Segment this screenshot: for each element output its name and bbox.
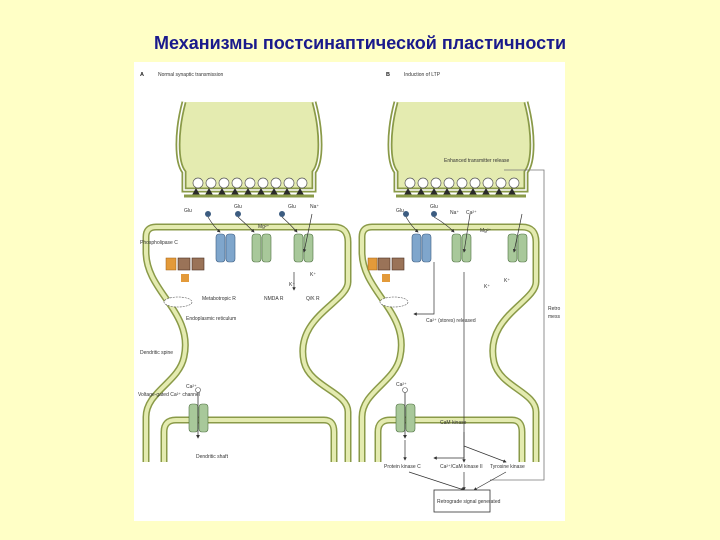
a-receptor-nmda: NMDA R bbox=[264, 296, 284, 302]
b-mg: Mg²⁺ bbox=[480, 228, 492, 234]
a-glu1: Glu bbox=[184, 208, 192, 214]
presynaptic-terminal-b bbox=[387, 101, 535, 193]
panel-a-letter: A bbox=[140, 72, 144, 78]
b-cam-kinase: CaM kinase bbox=[440, 420, 467, 426]
a-vgcc: Voltage-gated Ca²⁺ channel bbox=[138, 392, 200, 398]
b-k1: K⁺ bbox=[484, 284, 490, 290]
a-receptors-left: Metabotropic R bbox=[202, 296, 236, 302]
a-k1: K⁺ bbox=[289, 282, 295, 288]
glutamate-b bbox=[403, 211, 437, 217]
active-zone-a bbox=[192, 188, 304, 195]
synapse-diagram: A Normal synaptic transmission bbox=[138, 72, 560, 513]
retrograde-path bbox=[490, 169, 545, 481]
qk-receptor-a bbox=[293, 233, 314, 263]
b-tyrosine-kinase: Tyrosine kinase bbox=[490, 464, 525, 470]
panel-b-title: Induction of LTP bbox=[404, 72, 441, 78]
b-k2: K⁺ bbox=[504, 278, 510, 284]
nmda-receptor-b bbox=[451, 233, 472, 263]
a-mg: Mg²⁺ bbox=[258, 224, 270, 230]
b-ca2: Ca²⁺ bbox=[396, 382, 407, 388]
active-zone-b bbox=[404, 188, 516, 195]
a-glu3: Glu bbox=[288, 204, 296, 210]
vesicles-a bbox=[192, 177, 308, 189]
b-ca-stores: Ca²⁺ (stores) released bbox=[426, 318, 476, 324]
qk-receptor-b bbox=[507, 233, 528, 263]
b-glu2: Glu bbox=[430, 204, 438, 210]
b-protein-kinase-c: Protein kinase C bbox=[384, 464, 421, 470]
vesicles-b bbox=[404, 177, 520, 189]
a-phospholipase: Phospholipase C bbox=[140, 240, 178, 246]
b-na: Na⁺ bbox=[450, 210, 459, 216]
endoplasmic-reticulum-a bbox=[163, 296, 193, 308]
a-na: Na⁺ bbox=[310, 204, 319, 210]
b-cam-kinase-ii: Ca²⁺/CaM kinase II bbox=[440, 464, 483, 470]
metabotropic-receptor-a bbox=[165, 233, 236, 282]
panel-b-letter: B bbox=[386, 72, 390, 78]
b-enhanced: Enhanced transmitter release bbox=[444, 158, 510, 164]
panel-a: A Normal synaptic transmission bbox=[138, 72, 352, 462]
panel-a-title: Normal synaptic transmission bbox=[158, 72, 224, 78]
figure: A Normal synaptic transmission bbox=[134, 62, 565, 521]
a-k2: K⁺ bbox=[310, 272, 316, 278]
a-endoplasmic: Endoplasmic reticulum bbox=[186, 316, 236, 322]
glutamate-a bbox=[205, 211, 285, 217]
a-receptor-qk: Q/K R bbox=[306, 296, 320, 302]
b-ca1: Ca²⁺ bbox=[466, 210, 477, 216]
vgcc-a bbox=[188, 387, 209, 439]
presynaptic-terminal-a bbox=[175, 101, 323, 193]
nmda-receptor-a bbox=[251, 233, 272, 263]
a-ca: Ca²⁺ bbox=[186, 384, 197, 390]
a-glu2: Glu bbox=[234, 204, 242, 210]
b-side1: Retro bbox=[548, 306, 560, 312]
b-retrograde: Retrograde signal generated bbox=[437, 499, 501, 505]
slide-title: Механизмы постсинаптической пластичности bbox=[153, 33, 567, 53]
vgcc-b bbox=[395, 387, 416, 439]
panel-b: B Induction of LTP bbox=[358, 72, 560, 513]
a-dendritic-shaft: Dendritic shaft bbox=[196, 454, 229, 460]
postsynaptic-spine-a bbox=[142, 223, 352, 462]
b-glu1: Glu bbox=[396, 208, 404, 214]
metabotropic-receptor-b bbox=[367, 233, 432, 282]
endoplasmic-reticulum-b bbox=[379, 296, 409, 308]
a-dendritic-spine: Dendritic spine bbox=[140, 350, 173, 356]
b-side2: mess bbox=[548, 314, 560, 320]
retrograde-box bbox=[433, 489, 491, 513]
